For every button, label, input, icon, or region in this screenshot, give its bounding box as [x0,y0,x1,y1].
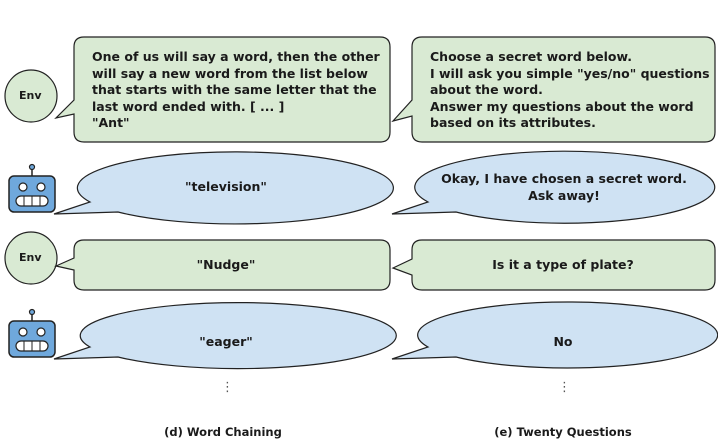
word-chaining-agent-reply: "eager" [199,334,253,349]
agent-speech-bubble [53,151,394,225]
twenty-questions-env-question: Is it a type of plate? [492,257,634,272]
env-speech-bubble [391,36,716,143]
env-speech-bubble [54,239,391,291]
agent-speech-bubble [53,302,397,370]
agent-speech-bubble [391,150,716,224]
twenty-questions-agent-reply: No [553,334,573,349]
robot-icon [8,163,56,213]
env-circle-icon [4,69,58,123]
env-circle-icon [4,231,58,285]
robot-icon [8,308,56,358]
continuation-ellipsis: ⋮ [558,380,571,395]
word-chaining-env-prompt: One of us will say a word, then the othe… [92,49,380,130]
word-chaining-env-reply: "Nudge" [196,257,256,272]
word-chaining-agent-reply: "television" [185,179,267,194]
twenty-questions-caption: (e) Twenty Questions [494,425,632,439]
twenty-questions-env-prompt: Choose a secret word below. I will ask y… [430,49,710,130]
agent-speech-bubble [391,301,718,369]
env-label: Env [19,251,42,264]
env-speech-bubble [391,239,716,291]
env-speech-bubble [54,36,391,143]
word-chaining-caption: (d) Word Chaining [164,425,282,439]
continuation-ellipsis: ⋮ [221,380,234,395]
twenty-questions-agent-reply: Okay, I have chosen a secret word. Ask a… [441,171,687,203]
env-label: Env [19,89,42,102]
